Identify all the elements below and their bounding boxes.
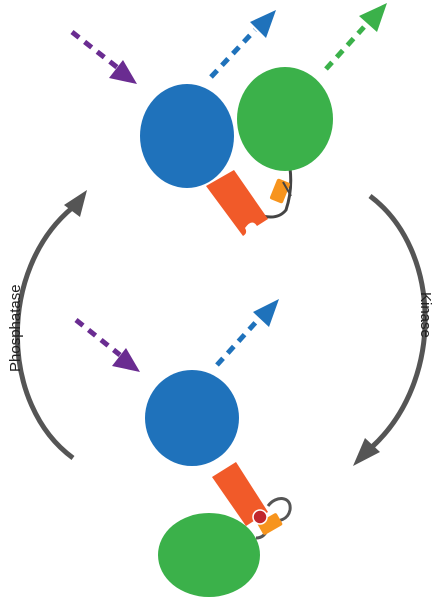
yellow-tag-bottom bbox=[257, 513, 283, 535]
inactive-state-complex bbox=[74, 299, 292, 597]
purple-input-arrow-bottom bbox=[74, 318, 140, 372]
phosphatase-label: Phosphatase bbox=[7, 284, 24, 372]
kinase-cycle-arrow bbox=[353, 194, 428, 466]
green-output-arrow bbox=[324, 3, 387, 71]
blue-domain bbox=[140, 84, 234, 188]
kinase-label: Kinase bbox=[417, 292, 434, 338]
orange-linker-bottom bbox=[212, 462, 268, 526]
blue-output-arrow bbox=[209, 10, 276, 79]
purple-input-arrow bbox=[70, 30, 137, 84]
phosphatase-cycle-arrow bbox=[14, 190, 87, 461]
orange-linker bbox=[206, 170, 268, 236]
blue-output-arrow-bottom bbox=[215, 299, 279, 367]
phosphate-group bbox=[252, 509, 268, 525]
green-domain bbox=[237, 67, 333, 171]
blue-domain-bottom bbox=[145, 370, 239, 466]
active-state-complex bbox=[70, 3, 387, 236]
green-domain-bottom bbox=[158, 513, 260, 597]
